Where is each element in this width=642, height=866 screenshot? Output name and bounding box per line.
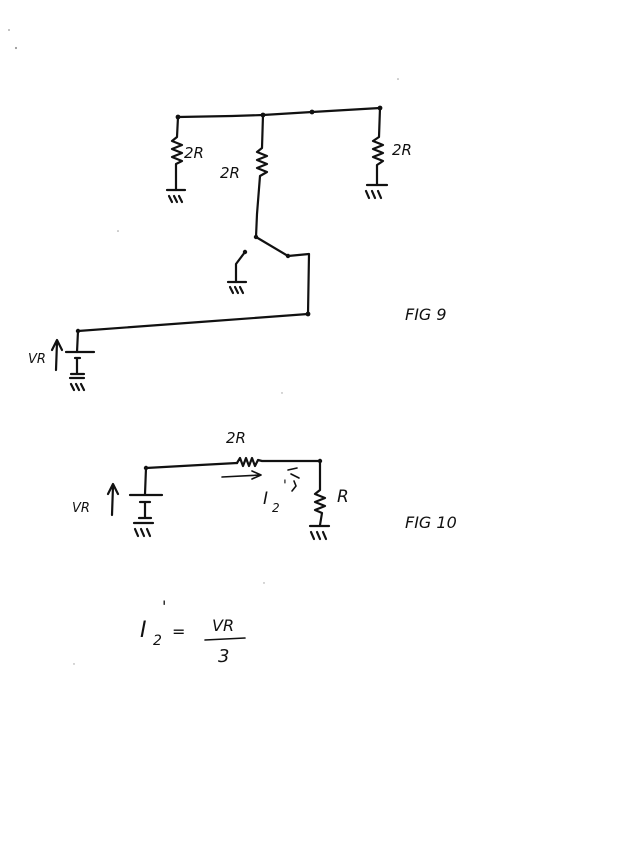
- equation-fraction-bar: [204, 637, 246, 641]
- fig9-right-resistor-label: 2R: [392, 141, 412, 159]
- fig9-source-symbol: [64, 350, 96, 376]
- fig9-switch-ground: [226, 280, 248, 295]
- fig10-scribble-mark: [287, 467, 300, 492]
- equation-numerator: VR: [212, 616, 234, 635]
- fig10-right-resistor: [313, 459, 327, 527]
- fig10-current-subscript: 2: [272, 501, 280, 515]
- fig9-source-label: VR: [28, 352, 46, 367]
- fig10-right-resistor-label: R: [337, 487, 349, 507]
- fig9-top-rail: [176, 106, 382, 119]
- equation-lhs: I: [140, 618, 147, 643]
- equation-equals: =: [172, 622, 185, 641]
- fig10-current-arrow-icon: [221, 470, 262, 480]
- fig10-top-resistor-label: 2R: [226, 429, 246, 447]
- equation-lhs-subscript: 2: [153, 633, 162, 649]
- fig9-source-ground: [68, 376, 86, 392]
- paper-specks: [8, 29, 399, 665]
- fig9-left-resistor-label: 2R: [184, 144, 204, 162]
- fig9-mid-resistor: [254, 113, 311, 316]
- fig9-caption: FIG 9: [405, 305, 447, 324]
- fig10-top-wire: [144, 461, 239, 470]
- fig9-circuit: [50, 105, 389, 392]
- fig10-current-prime: ': [283, 478, 287, 494]
- equation-denominator: 3: [218, 646, 229, 667]
- fig10-top-resistor: [235, 456, 322, 468]
- fig10-caption: FIG 10: [405, 513, 457, 532]
- fig10-current-label: I: [263, 489, 268, 509]
- fig10-right-ground: [308, 524, 331, 541]
- fig9-bottom-wire: [75, 312, 310, 354]
- fig9-right-ground: [364, 183, 389, 200]
- fig10-source-ground: [132, 521, 155, 538]
- fig9-mid-resistor-label: 2R: [220, 164, 240, 182]
- fig9-switch-stub: [234, 250, 247, 284]
- fig10-circuit: [106, 456, 331, 541]
- equation-lhs-prime: ': [162, 597, 166, 616]
- fig9-left-resistor: [170, 115, 184, 192]
- fig9-right-resistor: [371, 106, 385, 187]
- fig9-source-arrow-icon: [50, 338, 64, 372]
- fig9-left-ground: [165, 188, 187, 204]
- fig10-source-symbol: [128, 466, 164, 520]
- fig10-source-arrow-icon: [106, 482, 120, 517]
- fig10-source-label: VR: [72, 501, 90, 516]
